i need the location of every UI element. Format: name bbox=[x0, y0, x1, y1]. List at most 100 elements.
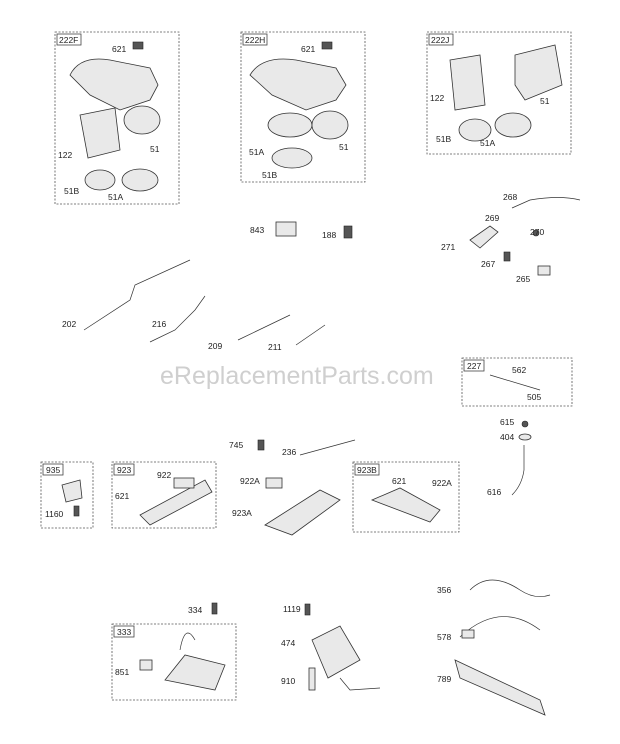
group-box bbox=[54, 31, 180, 205]
label-578: 578 bbox=[437, 632, 451, 642]
label-51B: 51B bbox=[64, 186, 79, 196]
group-tag: 935 bbox=[46, 465, 60, 475]
label-616: 616 bbox=[487, 487, 501, 497]
gasket-51b-part bbox=[271, 147, 313, 169]
wire-part bbox=[339, 677, 381, 691]
group-tag-box bbox=[42, 463, 64, 476]
label-1119: 1119 bbox=[283, 604, 301, 614]
clip-851-part bbox=[139, 659, 153, 671]
label-356: 356 bbox=[437, 585, 451, 595]
group-tag: 222J bbox=[431, 35, 449, 45]
label-789: 789 bbox=[437, 674, 451, 684]
clip-621-part bbox=[132, 41, 144, 50]
ignition-parts: 334 1119 474 910 bbox=[188, 602, 381, 691]
screw-1119-part bbox=[304, 603, 311, 616]
group-tag-box bbox=[113, 625, 135, 638]
part-910 bbox=[308, 667, 316, 691]
label-202: 202 bbox=[62, 319, 76, 329]
group-box bbox=[111, 461, 217, 529]
nut-615-part bbox=[521, 420, 529, 428]
label-51A: 51A bbox=[480, 138, 495, 148]
label-745: 745 bbox=[229, 440, 243, 450]
group-tag-box bbox=[428, 33, 454, 46]
group-222J[interactable]: 222J 122 51 51B 51A bbox=[426, 31, 572, 155]
wire-part bbox=[179, 632, 196, 651]
group-tag: 923 bbox=[117, 465, 131, 475]
gasket-122-part bbox=[449, 54, 486, 111]
spring-211-part bbox=[295, 324, 326, 346]
group-box bbox=[352, 461, 460, 533]
group-tag: 222F bbox=[59, 35, 78, 45]
gasket-51-part bbox=[123, 105, 161, 135]
bracket-part bbox=[370, 487, 441, 523]
group-227[interactable]: 227 562 505 bbox=[461, 357, 573, 407]
group-tag-box bbox=[463, 359, 485, 372]
label-51: 51 bbox=[540, 96, 550, 106]
spring-209-part bbox=[237, 314, 291, 341]
gasket-51a-part bbox=[494, 112, 532, 138]
group-tag: 222H bbox=[245, 35, 265, 45]
group-box bbox=[240, 31, 366, 183]
label-267: 267 bbox=[481, 259, 495, 269]
group-222H[interactable]: 222H 621 51A 51 51B bbox=[240, 31, 366, 183]
group-tag: 333 bbox=[117, 627, 131, 637]
group-box bbox=[461, 357, 573, 407]
label-265: 265 bbox=[516, 274, 530, 284]
bracket-part bbox=[61, 479, 83, 503]
label-404: 404 bbox=[500, 432, 514, 442]
label-910: 910 bbox=[281, 676, 295, 686]
group-box bbox=[111, 623, 237, 701]
gasket-51b-part bbox=[458, 118, 492, 142]
group-tag-box bbox=[56, 33, 82, 46]
watermark: eReplacementParts.com bbox=[160, 362, 434, 390]
wire-356-part bbox=[469, 579, 551, 597]
screw-267-part bbox=[503, 251, 511, 262]
label-621: 621 bbox=[115, 491, 129, 501]
armature-part bbox=[164, 654, 226, 691]
screw-334-part bbox=[211, 602, 218, 615]
tube-616-part bbox=[511, 445, 525, 496]
label-51A: 51A bbox=[249, 147, 264, 157]
bracket-923a-part bbox=[264, 489, 341, 536]
label-269: 269 bbox=[485, 213, 499, 223]
group-tag: 923B bbox=[357, 465, 377, 475]
group-923B[interactable]: 923B 621 922A bbox=[352, 461, 460, 533]
label-122: 122 bbox=[430, 93, 444, 103]
group-tag: 227 bbox=[467, 361, 481, 371]
label-51: 51 bbox=[339, 142, 349, 152]
label-122: 122 bbox=[58, 150, 72, 160]
group-923[interactable]: 923 922 621 bbox=[111, 461, 217, 529]
screw-188-part bbox=[343, 225, 353, 239]
middle-loose-parts: 843 188 202 216 209 211 bbox=[62, 221, 353, 352]
gasket-51a-part bbox=[121, 168, 159, 192]
label-621: 621 bbox=[112, 44, 126, 54]
insulator-51-part bbox=[514, 44, 563, 101]
label-621: 621 bbox=[301, 44, 315, 54]
lever-part bbox=[489, 374, 541, 391]
label-562: 562 bbox=[512, 365, 526, 375]
label-270: 270 bbox=[530, 227, 544, 237]
bracket-part bbox=[139, 479, 213, 526]
breather-parts: 615 404 616 bbox=[487, 417, 532, 497]
nut-270-part bbox=[532, 229, 540, 237]
label-474: 474 bbox=[281, 638, 295, 648]
governor-link-202-part bbox=[83, 259, 191, 331]
screw-1160-part bbox=[73, 505, 80, 517]
group-333[interactable]: 333 851 bbox=[111, 623, 237, 701]
label-922A: 922A bbox=[432, 478, 452, 488]
group-tag-box bbox=[242, 33, 268, 46]
clip-621-part bbox=[321, 41, 333, 50]
wiring-parts: 356 578 789 bbox=[437, 579, 551, 716]
label-51A: 51A bbox=[108, 192, 123, 202]
label-236: 236 bbox=[282, 447, 296, 457]
label-1160: 1160 bbox=[45, 509, 64, 519]
group-935[interactable]: 935 1160 bbox=[40, 461, 94, 529]
group-222F[interactable]: 222F 621 122 51 51B 51A bbox=[54, 31, 180, 205]
gasket-122-part bbox=[79, 107, 121, 159]
label-271: 271 bbox=[441, 242, 455, 252]
label-211: 211 bbox=[268, 342, 282, 352]
label-51: 51 bbox=[150, 144, 160, 154]
gasket-51a-part bbox=[267, 112, 313, 138]
